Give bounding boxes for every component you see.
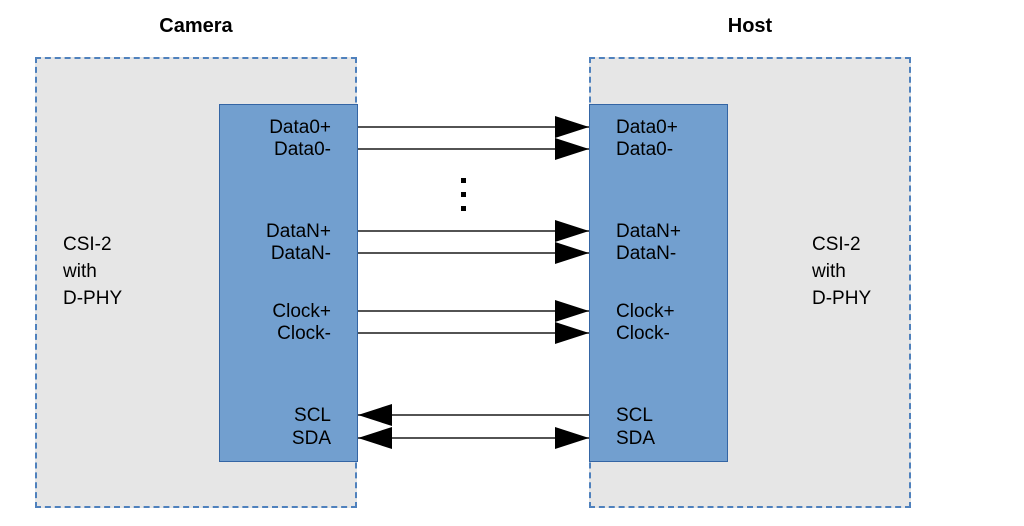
host-pin-label: Data0+	[616, 117, 678, 138]
host-pin-label: DataN-	[616, 243, 677, 264]
arrowhead-right	[555, 220, 589, 242]
arrowhead-right	[555, 427, 589, 449]
arrowhead-right	[555, 242, 589, 264]
host-pin-label: SCL	[616, 405, 653, 426]
camera-protocol-line-1: CSI-2	[63, 234, 112, 255]
camera-pin-label: DataN+	[266, 221, 331, 242]
signal-line	[358, 242, 589, 264]
arrowhead-right	[555, 116, 589, 138]
signal-line	[358, 322, 589, 344]
ellipsis-dot	[461, 206, 466, 211]
host-pin-label: SDA	[616, 428, 656, 449]
camera-pin-label: Clock+	[272, 301, 331, 322]
camera-pin-label: SCL	[294, 405, 331, 426]
camera-protocol-line-3: D-PHY	[63, 288, 123, 309]
host-block-title: Host	[727, 15, 773, 37]
host-protocol-line-1: CSI-2	[812, 234, 861, 255]
signal-line	[358, 427, 589, 449]
camera-pin-label: Data0-	[273, 139, 331, 160]
arrowhead-left	[358, 404, 392, 426]
signal-line	[358, 116, 589, 138]
ellipsis-dot	[461, 178, 466, 183]
arrowhead-left	[358, 427, 392, 449]
camera-pin-label: Data0+	[269, 117, 331, 138]
host-pin-label: Data0-	[616, 139, 674, 160]
camera-block-title: Camera	[159, 15, 233, 37]
camera-protocol-line-2: with	[63, 261, 97, 282]
signal-line	[358, 300, 589, 322]
host-pin-label: Clock+	[616, 301, 675, 322]
camera-pin-label: Clock-	[277, 323, 331, 344]
arrowhead-right	[555, 322, 589, 344]
camera-protocol-label: CSI-2 with D-PHY	[63, 231, 122, 312]
signal-line	[358, 404, 589, 426]
host-protocol-line-3: D-PHY	[812, 288, 872, 309]
host-pin-label: Clock-	[616, 323, 670, 344]
camera-pin-label: SDA	[291, 428, 331, 449]
ellipsis-dot	[461, 192, 466, 197]
host-protocol-label: CSI-2 with D-PHY	[812, 231, 871, 312]
vertical-ellipsis	[461, 178, 466, 211]
signal-line	[358, 138, 589, 160]
arrowhead-right	[555, 138, 589, 160]
signal-line	[358, 220, 589, 242]
arrowhead-right	[555, 300, 589, 322]
camera-pin-label: DataN-	[270, 243, 331, 264]
host-pin-label: DataN+	[616, 221, 681, 242]
host-protocol-line-2: with	[812, 261, 846, 282]
